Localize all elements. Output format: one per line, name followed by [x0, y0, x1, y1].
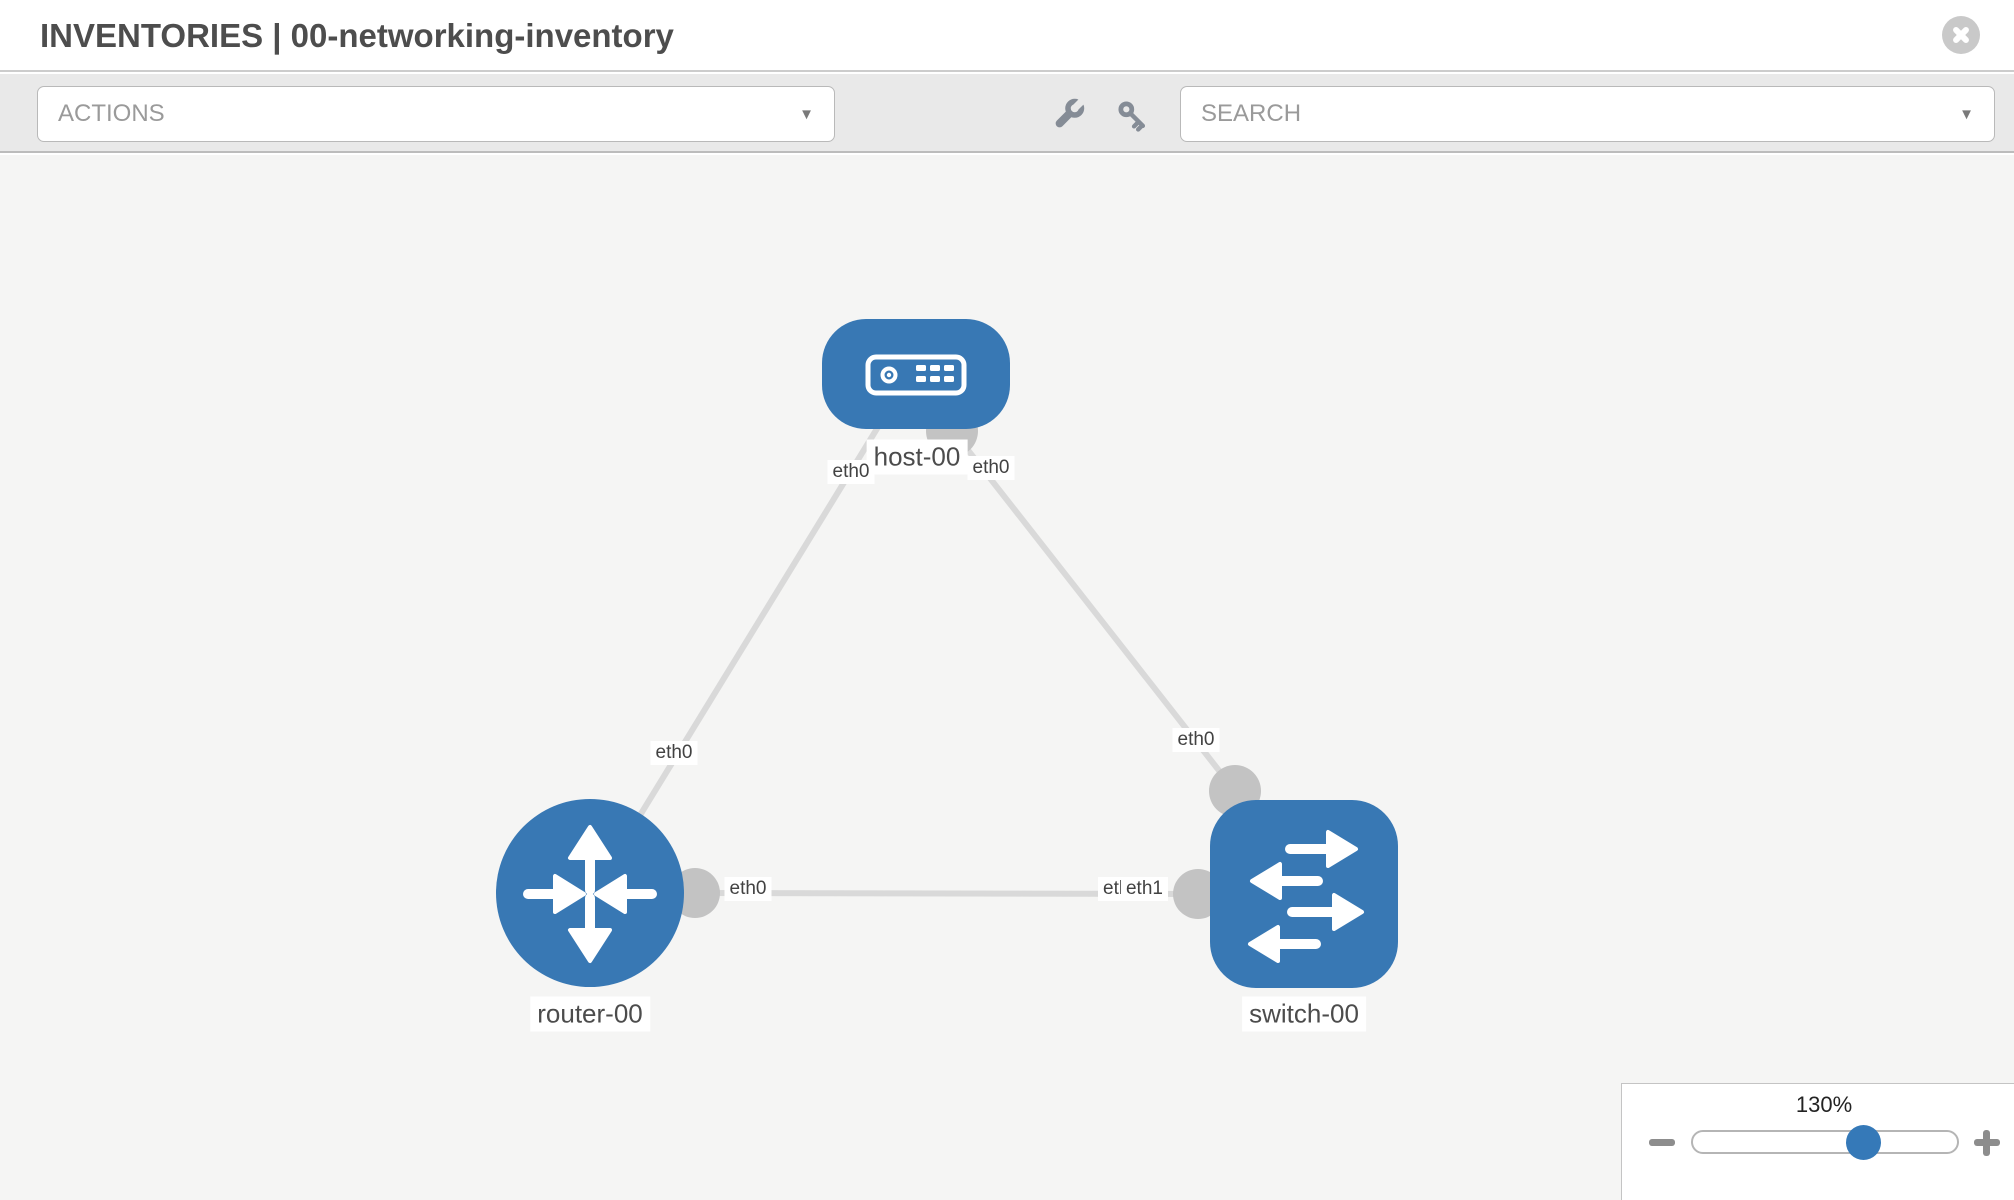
interface-label: eth0: [650, 741, 698, 765]
switch-node-label: switch-00: [1242, 996, 1366, 1032]
zoom-out-minus-icon[interactable]: [1649, 1139, 1675, 1146]
search-dropdown[interactable]: SEARCH ▼: [1180, 86, 1995, 142]
topology-svg: [496, 319, 1398, 988]
key-icon[interactable]: [1113, 96, 1151, 134]
router-icon: [523, 825, 657, 963]
interface-label-overlap: eth0 eth1: [1098, 877, 1168, 901]
interface-label: eth0: [1172, 728, 1220, 752]
interface-label: eth1: [1120, 877, 1168, 901]
close-icon[interactable]: [1942, 16, 1980, 54]
actions-dropdown[interactable]: ACTIONS ▼: [37, 86, 835, 142]
modal-header: INVENTORIES | 00-networking-inventory: [0, 0, 2014, 72]
network-links: [609, 425, 1238, 897]
switch-node[interactable]: [1210, 800, 1398, 988]
switch-icon: [1248, 830, 1364, 963]
host-node-label: host-00: [866, 439, 968, 475]
actions-dropdown-label: ACTIONS: [58, 100, 165, 127]
toolbar: ACTIONS ▼ SEARCH ▼: [0, 74, 2014, 153]
interface-dots: [670, 405, 1261, 919]
zoom-panel: 130%: [1621, 1083, 2014, 1200]
host-icon: [865, 354, 967, 396]
wrench-icon[interactable]: [1049, 96, 1087, 134]
zoom-slider-thumb[interactable]: [1846, 1125, 1881, 1160]
zoom-slider-track[interactable]: [1691, 1130, 1959, 1154]
zoom-level-value: 130%: [1795, 1092, 1853, 1117]
router-node-label: router-00: [530, 996, 650, 1032]
interface-label: eth0: [967, 456, 1015, 480]
page-title: INVENTORIES | 00-networking-inventory: [40, 17, 674, 54]
router-node[interactable]: [496, 799, 684, 987]
chevron-down-icon: ▼: [799, 105, 814, 123]
zoom-in-plus-icon[interactable]: [1974, 1130, 2000, 1156]
search-placeholder: SEARCH: [1201, 100, 1302, 127]
topology-canvas[interactable]: host-00 router-00 switch-00 eth0 eth0 et…: [0, 155, 2014, 1200]
interface-label: eth0: [724, 877, 772, 901]
host-node[interactable]: [822, 319, 1010, 429]
chevron-down-icon: ▼: [1959, 105, 1974, 123]
link-host-router[interactable]: [609, 425, 881, 863]
interface-label: eth0: [827, 460, 875, 484]
